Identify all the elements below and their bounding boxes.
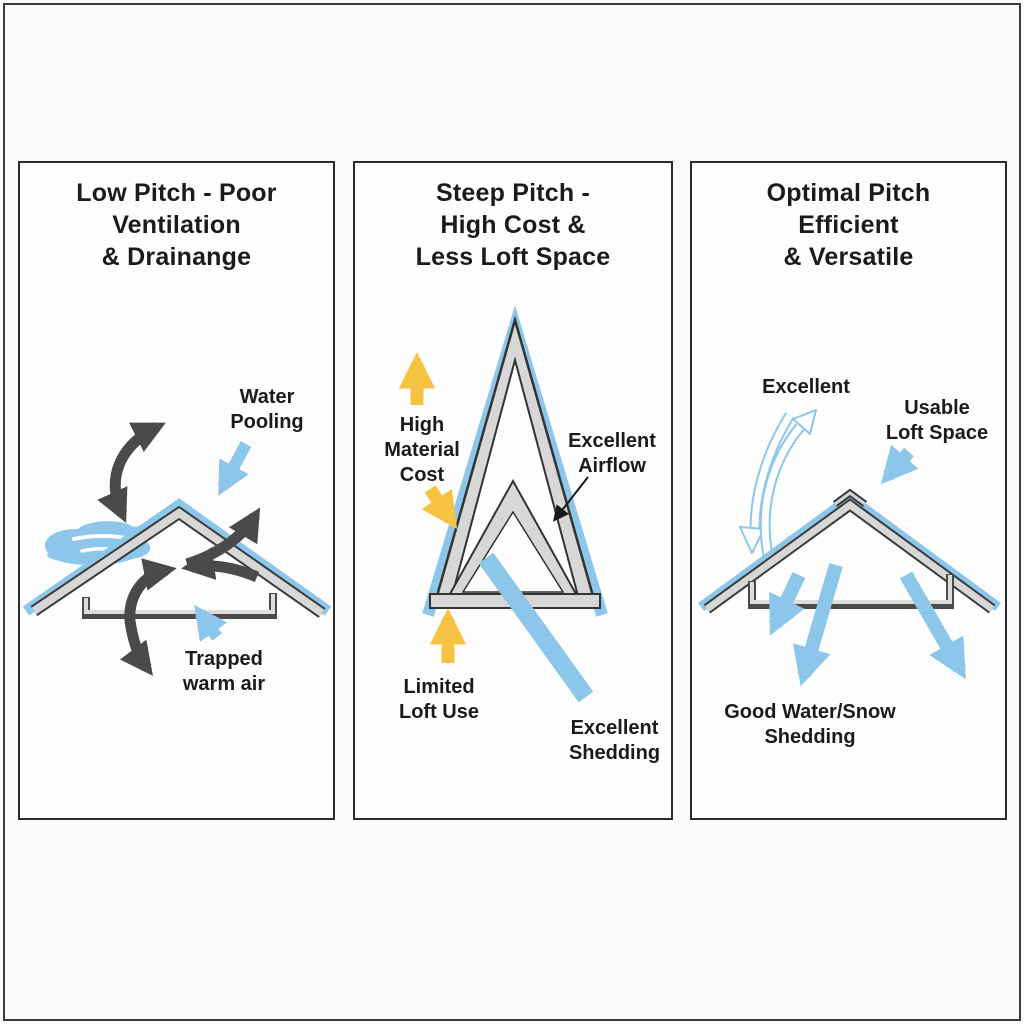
cost-arrows bbox=[398, 352, 467, 663]
airflow-outline-arrowhead-icon bbox=[792, 409, 817, 435]
panel-title-low-pitch: Low Pitch - Poor Ventilation & Drainange bbox=[76, 179, 277, 271]
panel-steep-pitch: Steep Pitch - High Cost & Less Loft Spac… bbox=[353, 161, 673, 820]
attic-walls bbox=[82, 593, 277, 619]
optimal-pitch-roof-diagram bbox=[698, 409, 1001, 687]
shedding-arrow-icon bbox=[899, 571, 967, 680]
shedding-arrow-icon bbox=[768, 571, 806, 636]
low-pitch-roof-diagram bbox=[22, 422, 332, 676]
curved-air-arrow-icon bbox=[97, 422, 166, 524]
label-excellent-shedding: Excellent Shedding bbox=[568, 717, 661, 764]
poor-ventilation-arrows bbox=[97, 422, 261, 676]
shedding-arrow-icon bbox=[792, 563, 843, 687]
label-good-water-snow-shedding: Good Water/Snow Shedding bbox=[724, 701, 896, 748]
usable-loft-arrow-icon bbox=[880, 444, 919, 485]
shedding-arrows bbox=[768, 444, 967, 687]
water-arrows bbox=[194, 441, 252, 642]
trapped-air-arrow-icon bbox=[194, 604, 228, 642]
low-pitch-roof bbox=[22, 498, 332, 618]
airflow-outline-arrowhead-icon bbox=[739, 526, 765, 554]
curved-air-arrow-icon bbox=[119, 558, 177, 676]
panel-low-pitch: Low Pitch - Poor Ventilation & Drainange… bbox=[18, 161, 335, 820]
label-excellent-airflow: Excellent Airflow bbox=[568, 430, 656, 477]
label-water-pooling: Water Pooling bbox=[230, 386, 304, 433]
steep-pitch-roof-diagram bbox=[398, 305, 608, 703]
panel-optimal-pitch: Optimal Pitch Efficient & Versatile Exce… bbox=[690, 161, 1007, 820]
shedding-stroke-icon bbox=[478, 552, 594, 703]
attic-walls bbox=[748, 574, 954, 609]
label-high-material-cost: High Material Cost bbox=[384, 414, 460, 486]
label-usable-loft-space: Usable Loft Space bbox=[885, 397, 989, 444]
optimal-roof bbox=[698, 488, 1001, 614]
curved-air-arrow-icon bbox=[181, 547, 260, 583]
label-excellent: Excellent bbox=[762, 376, 850, 398]
airflow-pointer-arrow-icon bbox=[553, 476, 589, 522]
panel-title-optimal-pitch: Optimal Pitch Efficient & Versatile bbox=[766, 179, 931, 271]
airflow-outline-arrows bbox=[739, 409, 817, 557]
label-limited-loft-use: Limited Loft Use bbox=[399, 676, 479, 723]
material-cost-arrow-icon bbox=[421, 485, 458, 530]
water-pooling-arrow-icon bbox=[217, 441, 252, 496]
label-trapped-warm-air: Trapped warm air bbox=[182, 648, 266, 695]
panel-title-steep-pitch: Steep Pitch - High Cost & Less Loft Spac… bbox=[415, 179, 611, 271]
